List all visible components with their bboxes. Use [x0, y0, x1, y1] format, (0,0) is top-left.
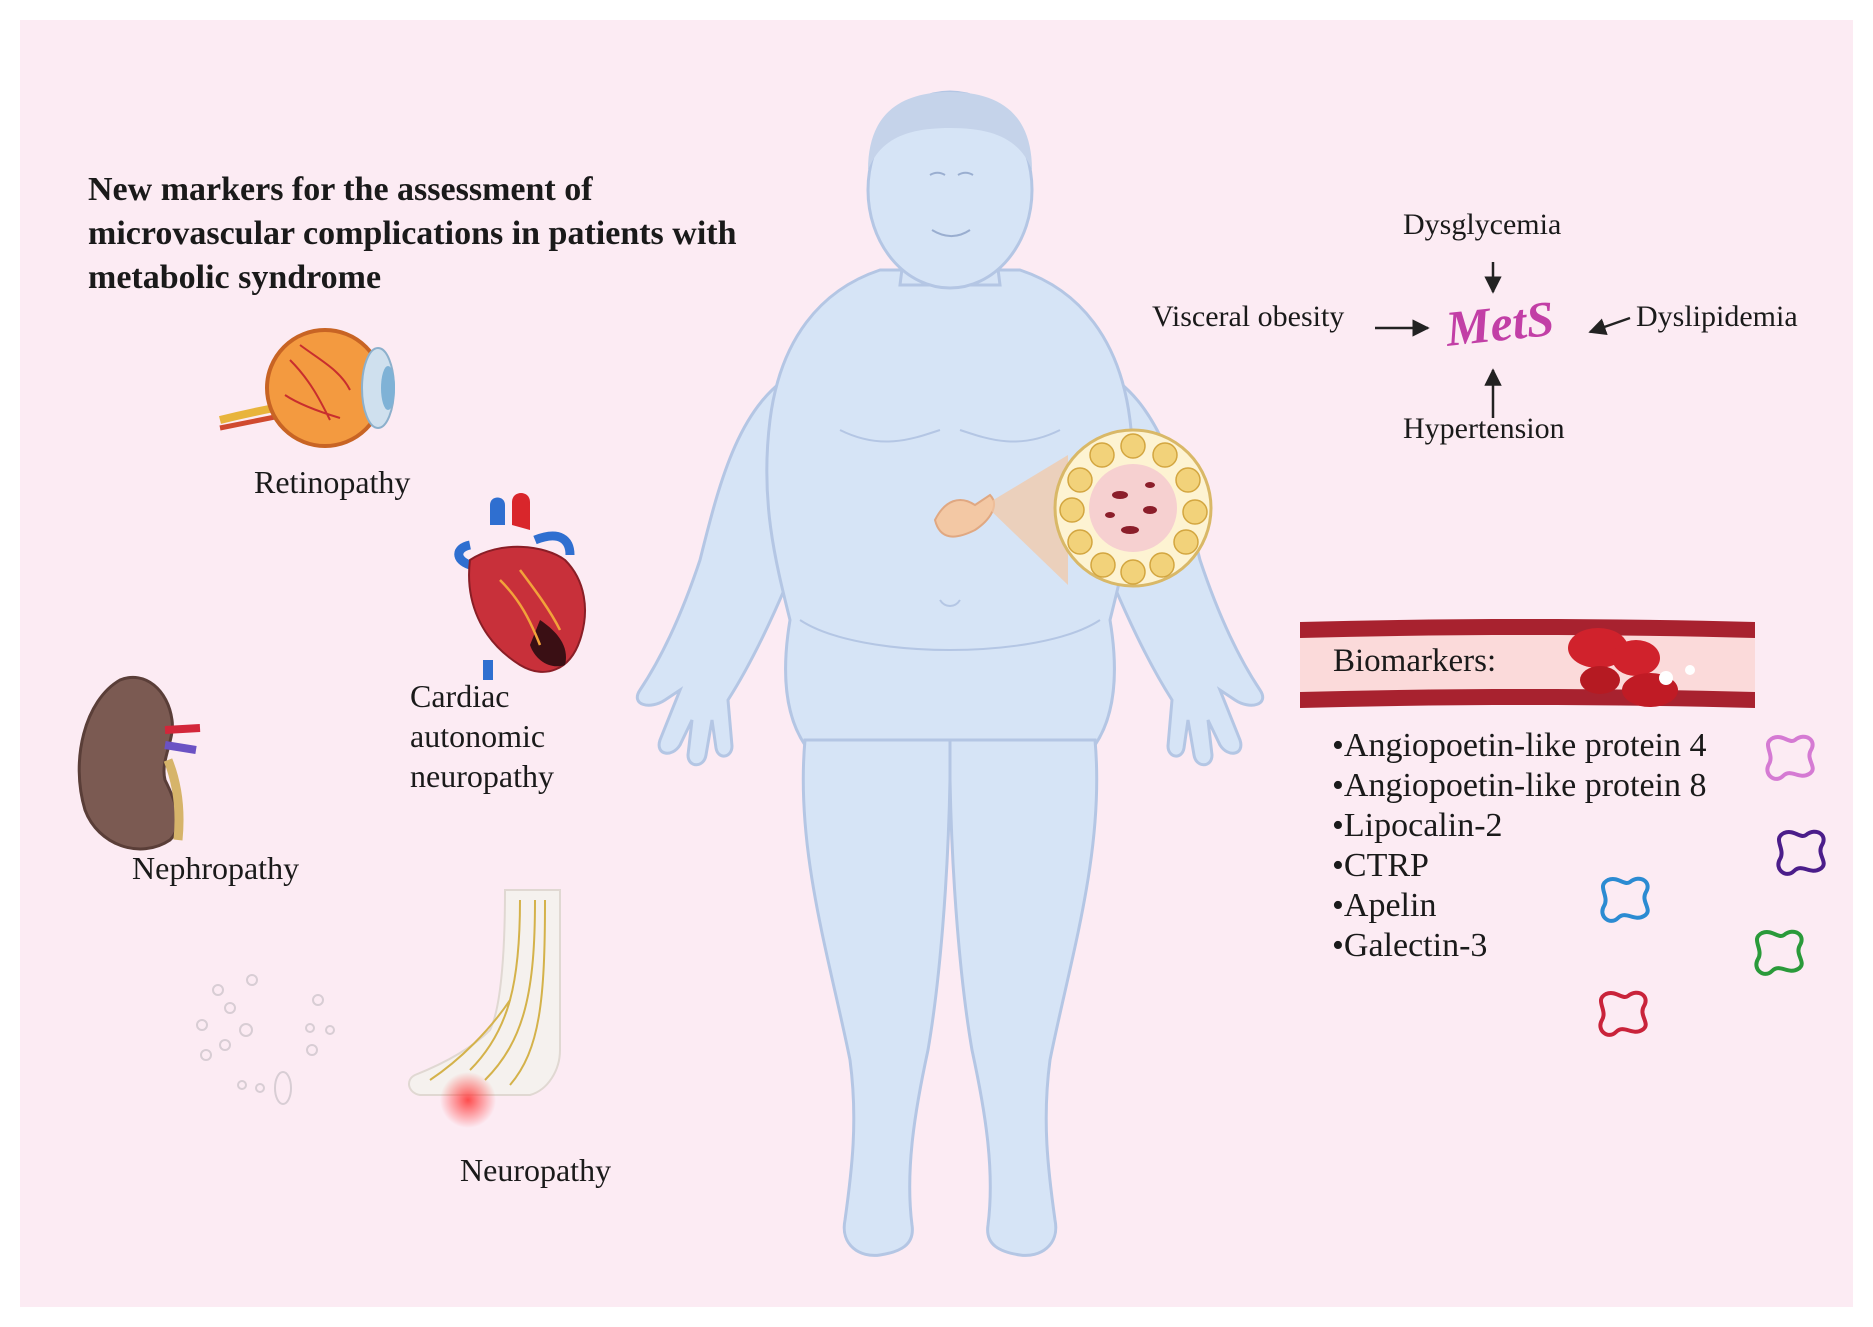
list-item: •Galectin-3: [1332, 927, 1488, 964]
adipose-tissue-icon: [933, 428, 1213, 588]
red-blood-cell-icon: [1568, 628, 1695, 707]
cardiac-autonomic-neuropathy-label: Cardiac autonomic neuropathy: [410, 676, 554, 796]
dysglycemia-label: Dysglycemia: [1403, 208, 1562, 241]
list-item: •Lipocalin-2: [1332, 807, 1503, 844]
biomarker-list: •Angiopoetin-like protein 4 •Angiopoetin…: [1332, 726, 1707, 966]
neuropathy-label: Neuropathy: [460, 1152, 612, 1188]
bubbles-decoration: [196, 974, 335, 1105]
protein-icon: [1598, 734, 1826, 1037]
list-item: •CTRP: [1332, 847, 1429, 884]
figure-title: New markers for the assessment of microv…: [88, 168, 848, 300]
mets-label: MetS: [1443, 289, 1557, 357]
mets-arrows: [1375, 262, 1631, 418]
cardiac-label-line: autonomic: [410, 718, 546, 754]
hypertension-label: Hypertension: [1403, 412, 1565, 445]
nephropathy-label: Nephropathy: [132, 850, 300, 886]
retinopathy-label: Retinopathy: [254, 464, 411, 500]
kidney-icon: [77, 675, 201, 851]
title-line: metabolic syndrome: [88, 259, 382, 296]
list-item: •Angiopoetin-like protein 8: [1332, 767, 1707, 804]
list-item: •Apelin: [1332, 887, 1437, 924]
dyslipidemia-label: Dyslipidemia: [1636, 300, 1798, 333]
title-line: microvascular complications in patients …: [88, 215, 737, 252]
cardiac-label-line: neuropathy: [410, 758, 554, 794]
title-line: New markers for the assessment of: [88, 171, 593, 208]
eye-icon: [219, 328, 395, 448]
cardiac-label-line: Cardiac: [410, 678, 510, 714]
visceral-obesity-label: Visceral obesity: [1152, 300, 1345, 333]
heart-icon: [454, 493, 586, 680]
foot-nerve-icon: [408, 889, 561, 1128]
list-item: •Angiopoetin-like protein 4: [1332, 727, 1707, 764]
blood-vessel-icon: [1300, 619, 1755, 708]
hair-icon: [868, 92, 1032, 170]
biomarkers-heading: Biomarkers:: [1333, 643, 1497, 679]
body-contours: [799, 171, 1101, 651]
